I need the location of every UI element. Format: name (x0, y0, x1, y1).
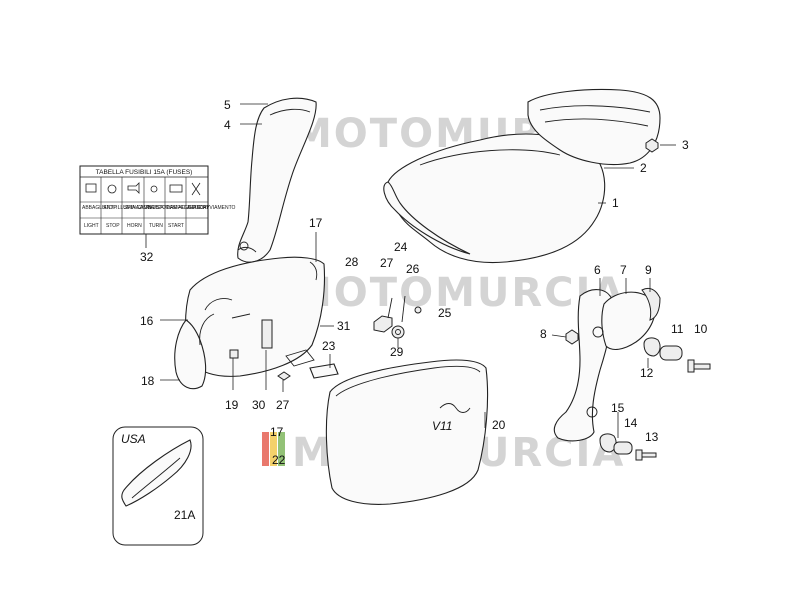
svg-text:STOP: STOP (106, 223, 120, 229)
seat-front-lip (383, 181, 471, 255)
fuse-label-title: TABELLA FUSIBILI 15A (FUSES) (96, 169, 193, 176)
callout-30: 30 (252, 398, 266, 412)
callout-16: 16 (140, 314, 154, 328)
callout-11: 11 (671, 322, 684, 336)
callout-25: 25 (438, 306, 452, 320)
svg-text:MOTOMURCIA: MOTOMURCIA (292, 270, 625, 316)
callout-27: 27 (380, 256, 394, 270)
footrest-bracket (553, 287, 661, 442)
callout-14: 14 (624, 416, 638, 430)
callout-15: 15 (611, 401, 625, 415)
seat-assembly (383, 88, 661, 264)
left-side-fairing (174, 256, 339, 390)
callout-28: 28 (345, 255, 359, 269)
callout-7: 7 (620, 263, 627, 277)
callout-29: 29 (390, 345, 404, 359)
svg-text:RELE' AVVIAMENTO: RELE' AVVIAMENTO (188, 205, 236, 211)
callout-5: 5 (224, 98, 231, 112)
usa-decal-box: USA (112, 426, 204, 546)
side-cover-script: V11 (432, 419, 452, 433)
callout-12: 12 (640, 366, 654, 380)
callout-8: 8 (540, 327, 547, 341)
callout-27b: 27 (276, 398, 290, 412)
callout-32: 32 (140, 250, 154, 264)
callout-18: 18 (141, 374, 155, 388)
seat-nut (645, 138, 659, 153)
svg-text:AVVISATORE ACUSTICO: AVVISATORE ACUSTICO (146, 205, 204, 211)
callout-9: 9 (645, 263, 652, 277)
leader-lines (145, 103, 676, 438)
callout-17b: 17 (270, 425, 284, 439)
callout-23: 23 (322, 339, 336, 353)
callout-24: 24 (394, 240, 408, 254)
callout-3: 3 (682, 138, 689, 152)
svg-text:STOP: STOP (103, 205, 117, 211)
right-side-cover: V11 (325, 359, 489, 505)
svg-text:LIGHT: LIGHT (84, 223, 99, 229)
callout-31: 31 (337, 319, 351, 333)
svg-text:SPIA CAMBIO: SPIA CAMBIO (124, 205, 156, 211)
svg-text:HORN: HORN (127, 223, 142, 229)
front-fairing (237, 97, 317, 263)
svg-text:LAMPEGGIATORI: LAMPEGGIATORI (167, 205, 208, 211)
svg-text:ABBAGLIANTI ILLUMINAZIONE STOP: ABBAGLIANTI ILLUMINAZIONE STOP (82, 205, 170, 211)
callout-1: 1 (612, 196, 619, 210)
clip-parts (277, 295, 422, 381)
callout-26: 26 (406, 262, 420, 276)
callout-4: 4 (224, 118, 231, 132)
callout-13: 13 (645, 430, 659, 444)
callout-17: 17 (309, 216, 323, 230)
callouts: 1 2 3 5 4 32 17 16 18 19 30 27 23 31 28 … (140, 98, 708, 522)
bolts-spacers (599, 337, 711, 461)
svg-text:TURN: TURN (149, 223, 163, 229)
usa-label: USA (121, 432, 146, 446)
callout-19: 19 (225, 398, 239, 412)
fuse-label: TABELLA FUSIBILI 15A (FUSES) ABBAGLIANTI… (79, 165, 236, 235)
callout-2: 2 (640, 161, 647, 175)
callout-22: 22 (272, 453, 286, 467)
callout-6: 6 (594, 263, 601, 277)
callout-20: 20 (492, 418, 506, 432)
svg-text:START: START (168, 223, 184, 229)
callout-10: 10 (694, 322, 708, 336)
callout-21a: 21A (174, 508, 195, 522)
seat-cushion (387, 133, 606, 264)
